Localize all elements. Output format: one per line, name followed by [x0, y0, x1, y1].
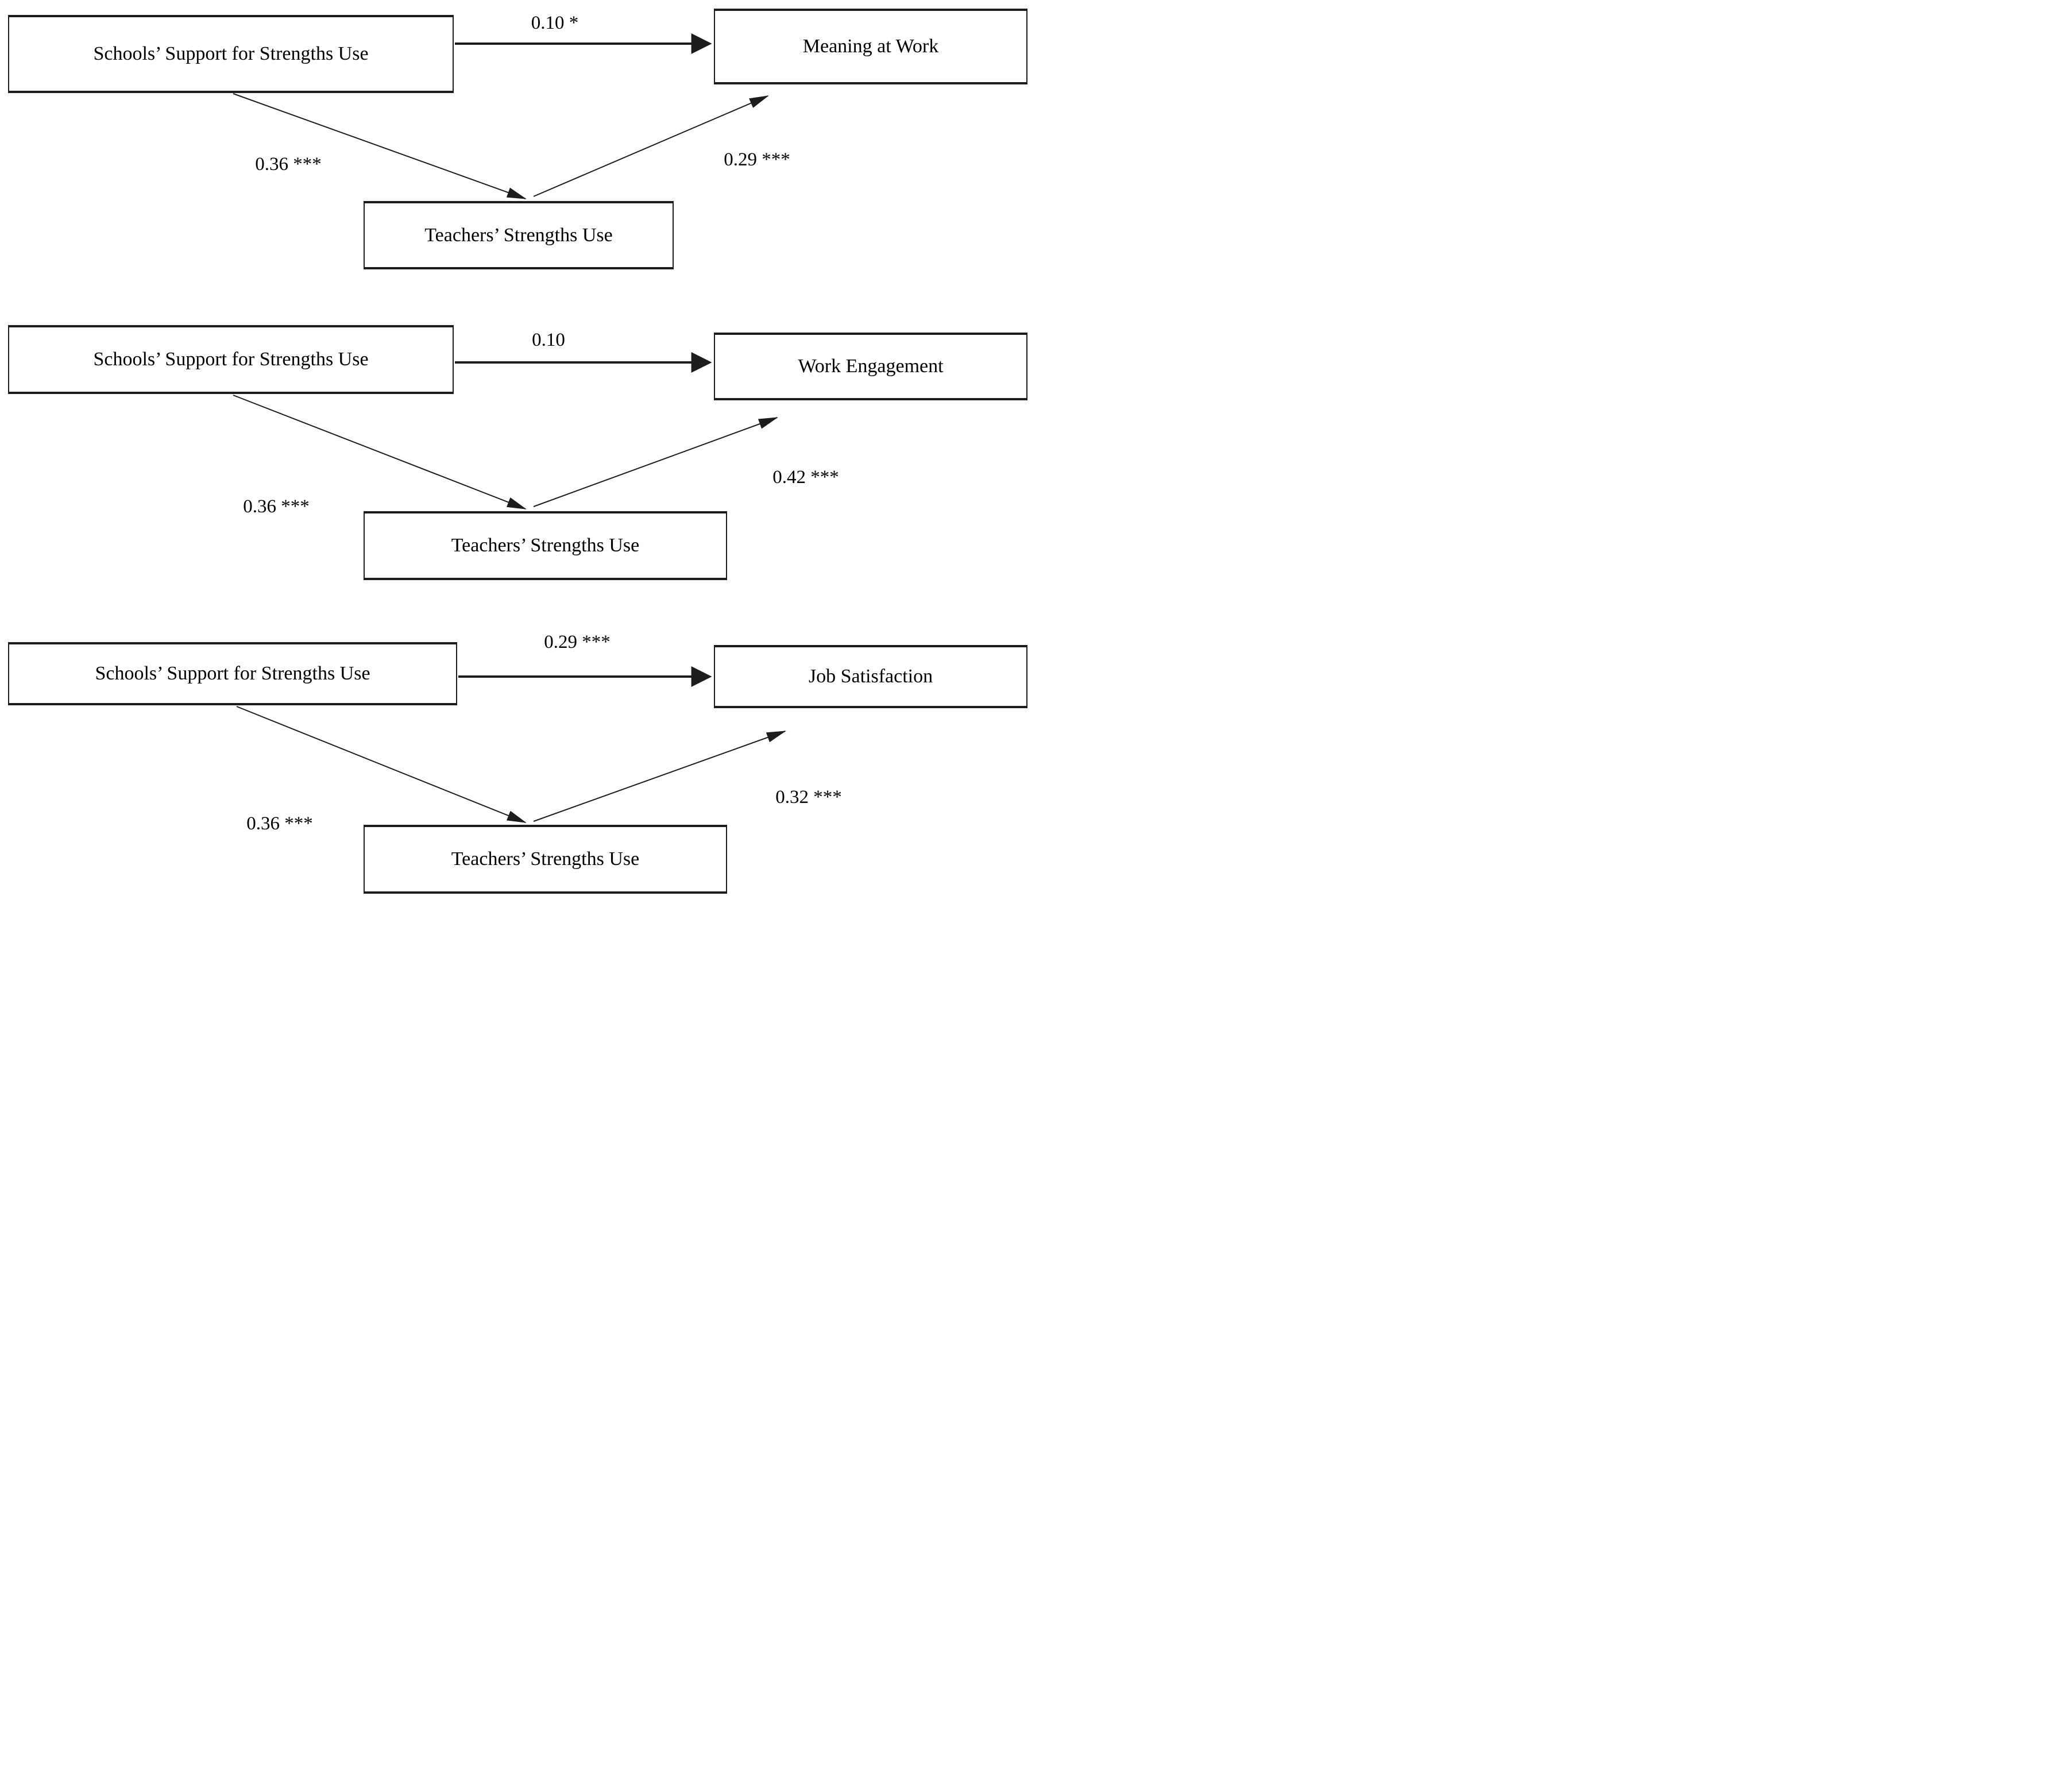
direct-path-coefficient: 0.10 * [531, 13, 579, 33]
mediator-label: Teachers’ Strengths Use [451, 848, 640, 870]
mediator-outcome-arrow [533, 417, 778, 507]
predictor-label: Schools’ Support for Strengths Use [93, 349, 369, 370]
mediator-label: Teachers’ Strengths Use [424, 224, 613, 246]
predictor-mediator-arrow [236, 706, 527, 823]
b-path-coefficient: 0.29 *** [724, 149, 790, 170]
mediator-outcome-arrow [533, 95, 769, 197]
model-2-arrows [233, 352, 778, 509]
b-path-coefficient: 0.42 *** [772, 467, 839, 488]
mediation-figure: Schools’ Support for Strengths Use Meani… [0, 0, 1032, 896]
mediator-label: Teachers’ Strengths Use [451, 535, 640, 557]
mediator-box: Teachers’ Strengths Use [364, 511, 727, 580]
outcome-label: Meaning at Work [802, 36, 939, 57]
predictor-box: Schools’ Support for Strengths Use [8, 15, 454, 93]
predictor-box: Schools’ Support for Strengths Use [8, 325, 454, 394]
outcome-label: Work Engagement [798, 356, 944, 377]
a-path-coefficient: 0.36 *** [255, 154, 322, 175]
outcome-box: Meaning at Work [714, 9, 1027, 84]
direct-path-coefficient: 0.29 *** [544, 632, 611, 652]
predictor-label: Schools’ Support for Strengths Use [95, 663, 370, 685]
model-3-arrows [236, 666, 786, 823]
arrows-layer [233, 33, 786, 823]
direct-path-coefficient: 0.10 [532, 330, 565, 350]
outcome-label: Job Satisfaction [808, 666, 933, 688]
mediator-box: Teachers’ Strengths Use [364, 825, 727, 894]
a-path-coefficient: 0.36 *** [243, 496, 310, 517]
mediator-outcome-arrow [533, 731, 786, 822]
outcome-box: Job Satisfaction [714, 645, 1027, 708]
model-1-arrows [233, 33, 769, 199]
mediator-box: Teachers’ Strengths Use [364, 201, 674, 269]
a-path-coefficient: 0.36 *** [246, 813, 313, 834]
b-path-coefficient: 0.32 *** [775, 787, 842, 808]
predictor-box: Schools’ Support for Strengths Use [8, 642, 457, 705]
outcome-box: Work Engagement [714, 333, 1027, 400]
predictor-mediator-arrow [233, 395, 527, 509]
predictor-label: Schools’ Support for Strengths Use [93, 43, 369, 65]
predictor-mediator-arrow [233, 93, 527, 199]
